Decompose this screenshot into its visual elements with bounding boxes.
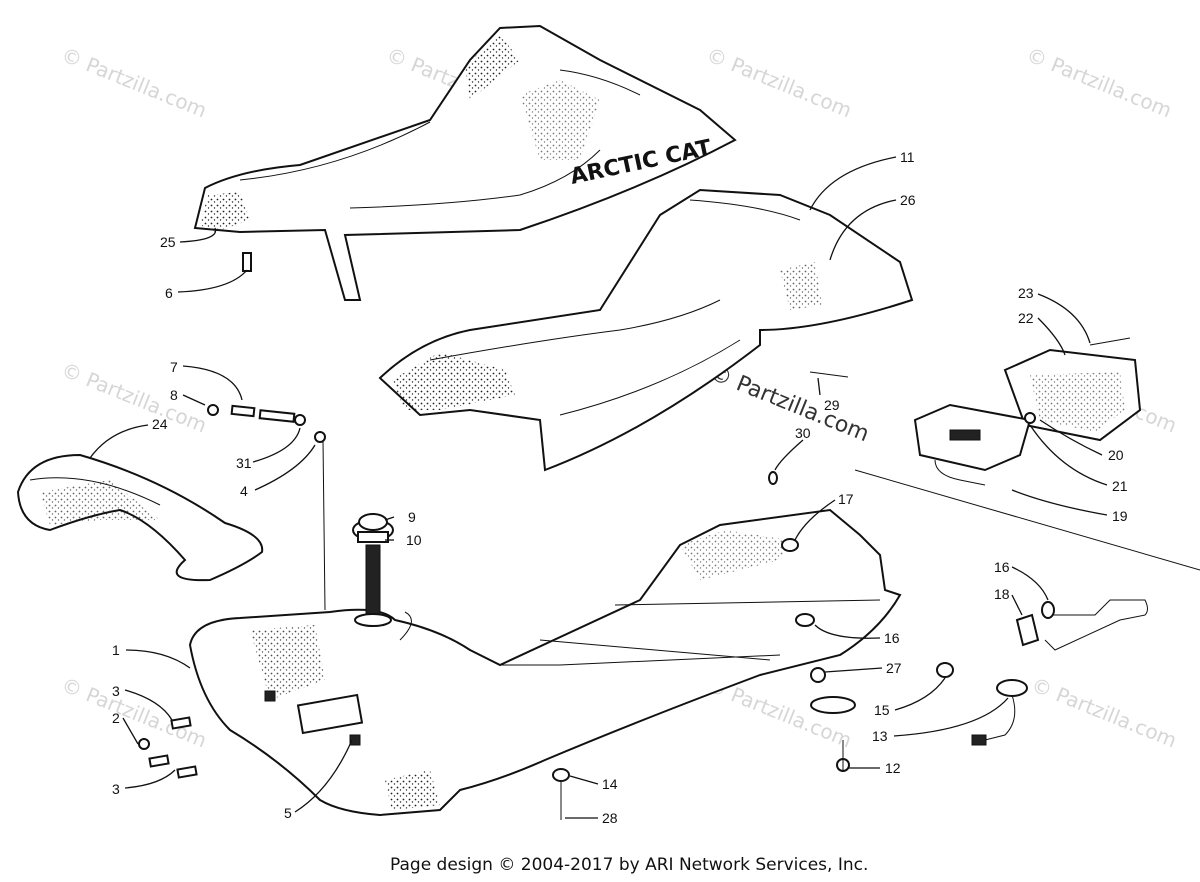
seat-base — [378, 188, 914, 472]
callout-23: 23 — [1018, 285, 1034, 301]
callout-27: 27 — [886, 660, 902, 676]
callout-26: 26 — [900, 192, 916, 208]
callout-22: 22 — [1018, 310, 1034, 326]
watermark-text: © Partzilla.com — [58, 42, 210, 122]
knee-pad — [16, 453, 264, 582]
callout-31: 31 — [236, 455, 252, 471]
callout-16: 16 — [884, 630, 900, 646]
watermark-text: © Partzilla.com — [703, 42, 855, 122]
callout-15: 15 — [874, 702, 890, 718]
callout-4: 4 — [240, 483, 248, 499]
callout-24: 24 — [152, 416, 168, 432]
fuel-tank-base — [188, 508, 902, 817]
tail-light-assembly — [854, 337, 1200, 571]
callout-2: 2 — [112, 710, 120, 726]
callout-5: 5 — [284, 805, 292, 821]
callout-6: 6 — [165, 285, 173, 301]
fuel-cap — [352, 513, 394, 627]
watermark-main: © Partzilla.com — [706, 360, 873, 447]
callout-18: 18 — [994, 586, 1010, 602]
callout-21: 21 — [1112, 478, 1128, 494]
callout-20: 20 — [1108, 447, 1124, 463]
callout-16: 16 — [994, 559, 1010, 575]
watermark-text: © Partzilla.com — [58, 672, 210, 752]
callout-29: 29 — [824, 397, 840, 413]
callout-19: 19 — [1112, 508, 1128, 524]
callout-25: 25 — [160, 234, 176, 250]
callout-10: 10 — [406, 532, 422, 548]
leader-lines — [89, 156, 1108, 819]
callout-3: 3 — [112, 781, 120, 797]
page-footer: Page design © 2004-2017 by ARI Network S… — [390, 855, 868, 875]
callout-labels: 1 2 3 3 4 5 6 7 8 9 10 11 12 13 14 15 16… — [112, 149, 1128, 826]
callout-1: 1 — [112, 642, 120, 658]
callout-7: 7 — [170, 359, 178, 375]
callout-30: 30 — [795, 425, 811, 441]
callout-28: 28 — [602, 810, 618, 826]
callout-14: 14 — [602, 776, 618, 792]
callout-8: 8 — [170, 387, 178, 403]
small-hardware — [138, 252, 849, 779]
callout-11: 11 — [900, 149, 915, 165]
watermark-text: © Partzilla.com — [1028, 672, 1180, 752]
callout-17: 17 — [838, 491, 854, 507]
bracket-assembly — [552, 471, 1148, 820]
callout-9: 9 — [408, 509, 416, 525]
watermark-text: © Partzilla.com — [1023, 42, 1175, 122]
callout-13: 13 — [872, 728, 888, 744]
callout-12: 12 — [885, 760, 901, 776]
callout-3: 3 — [112, 683, 120, 699]
